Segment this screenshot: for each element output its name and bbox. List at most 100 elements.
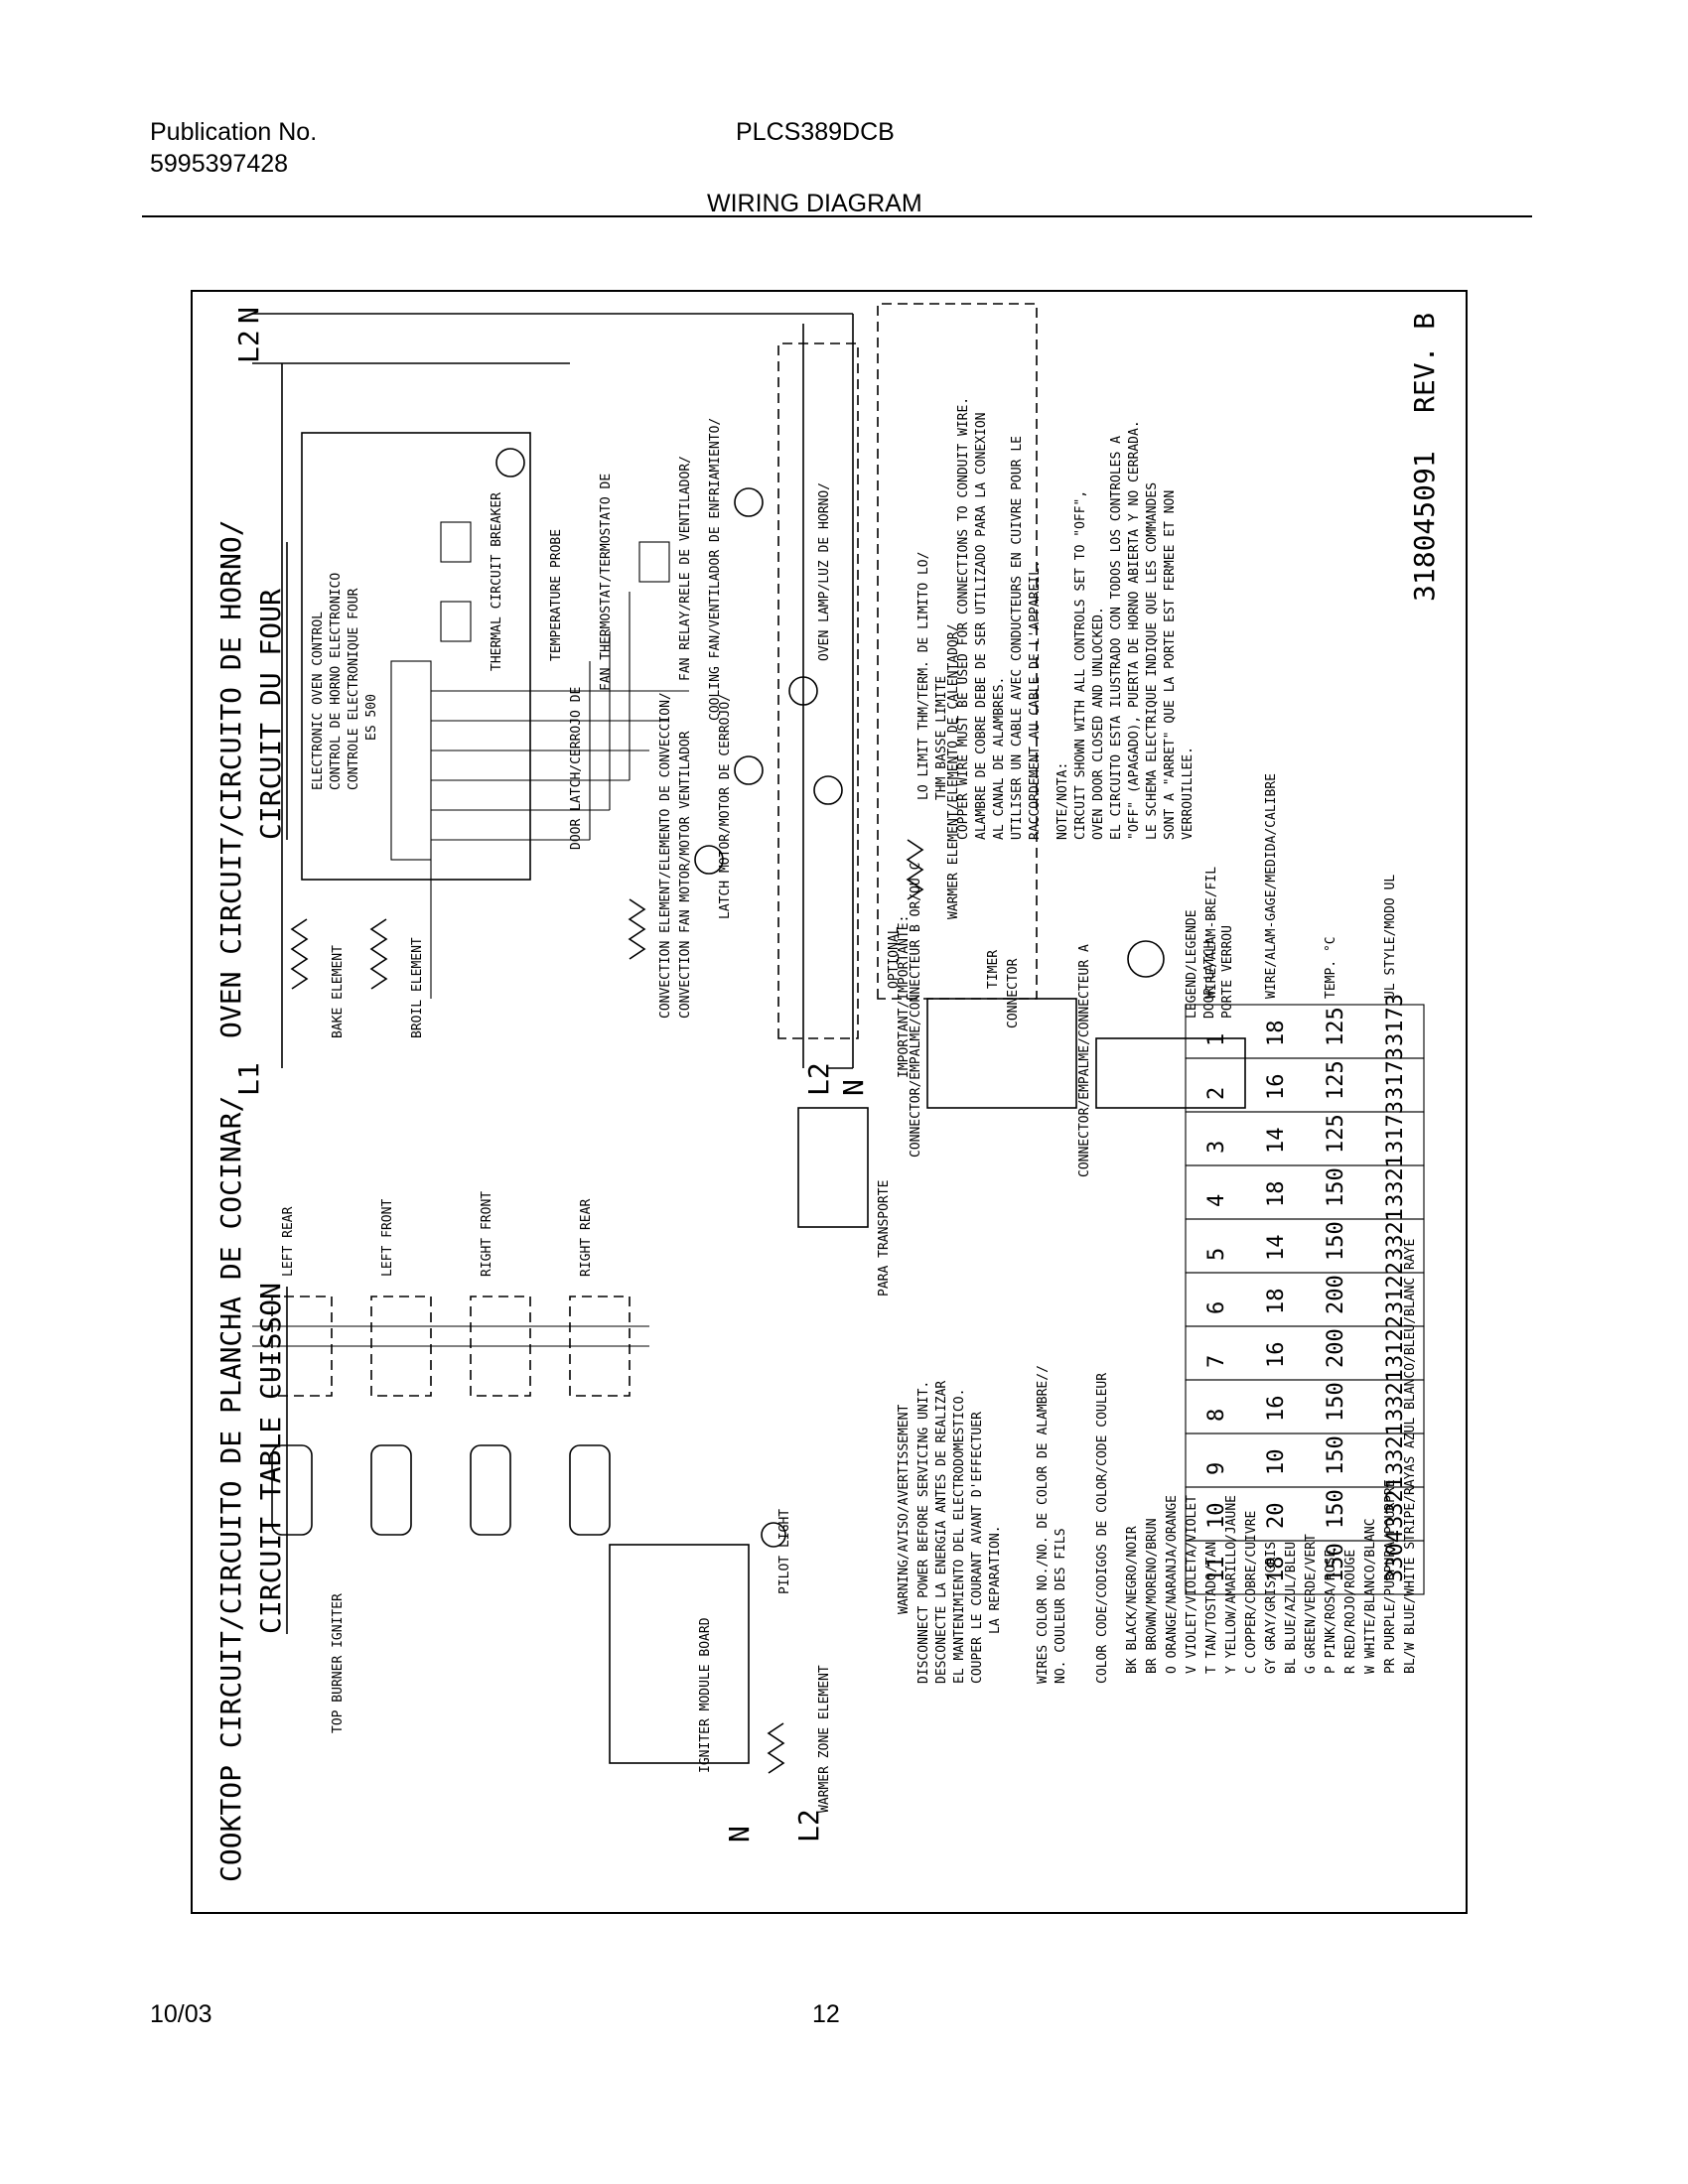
warning-line-5: LA REPARATION. <box>988 1525 1003 1634</box>
wire-table-cell: 125 <box>1324 1007 1348 1046</box>
cooling-fan-symbol <box>734 487 764 517</box>
color-code-entry: O ORANGE/NARANJA/ORANGE <box>1165 1495 1180 1674</box>
page-number: 12 <box>812 2000 840 2028</box>
wire-table-cell: 14 <box>1264 1128 1289 1155</box>
wire-table-cell: 3122 <box>1383 1262 1408 1314</box>
limit-label-2: THM BASSE LIMITE <box>934 676 949 800</box>
wire-table-cell: 10 <box>1264 1449 1289 1476</box>
oven-section-title: OVEN CIRCUIT/CIRCUITO DE HORNO/ <box>214 519 247 1038</box>
cooktop-n-label: N <box>723 1826 756 1843</box>
wire-table-cell: 150 <box>1324 1167 1348 1207</box>
warning-line-2: DESCONECTE LA ENERGIA ANTES DE REALIZAR <box>934 1381 949 1684</box>
color-code-entry: PR PURPLE/PURPURA/POURPRE <box>1383 1479 1398 1674</box>
latch-motor-symbol <box>734 755 764 785</box>
connector-block-a <box>1095 1037 1246 1109</box>
wire-table-cell: 5 <box>1204 1248 1229 1261</box>
wire-table-cell: 3304 <box>1383 1530 1408 1582</box>
wire-table-cell: 20 <box>1264 1503 1289 1530</box>
wire-table-cell: 18 <box>1264 1557 1289 1583</box>
wire-color-note-2: NO. COULEUR DES FILS <box>1054 1528 1068 1684</box>
control-connector-p4 <box>440 521 472 563</box>
wire-table-header: WIRE/ALAM-GAGE/MEDIDA/CALIBRE <box>1264 773 1279 999</box>
wire-table-cell: 150 <box>1324 1489 1348 1529</box>
model-number: PLCS389DCB <box>736 118 895 146</box>
connector-block-2-title: CONNECTOR/EMPALME/CONNECTEUR A <box>1077 944 1092 1177</box>
fan-thermostat-label: FAN THERMOSTAT/TERMOSTATO DE <box>599 474 614 691</box>
wire-table-cell: 3321 <box>1383 1476 1408 1529</box>
thermal-breaker-label: THERMAL CIRCUIT BREAKER <box>490 492 504 671</box>
legend-line-2: PORTE VERROU <box>1220 925 1235 1019</box>
wire-table-cell: 6 <box>1204 1301 1229 1314</box>
igniter-module-board <box>609 1544 750 1764</box>
revision: REV. B <box>1408 313 1441 413</box>
line-l2-label-top: L2 <box>232 330 265 363</box>
wire-table-cell: 18 <box>1264 1021 1289 1047</box>
wire-table-cell: 1 <box>1204 1033 1229 1046</box>
igniter-module-label: IGNITER MODULE BOARD <box>698 1617 713 1773</box>
control-connector-p5 <box>390 660 432 861</box>
wire-table-header: TEMP. °C <box>1324 936 1338 999</box>
color-code-entry: R RED/ROJO/ROUGE <box>1343 1550 1358 1674</box>
important-line-2: ALAMBRE DE COBRE DEBE DE SER UTILIZADO P… <box>974 413 989 840</box>
cooling-fan-label: COOLING FAN/VENTILADOR DE ENFRIAMIENTO/ <box>708 418 723 721</box>
convection-element-label: CONVECTION ELEMENT/ELEMENTO DE CONVECCIO… <box>658 692 673 1019</box>
wiring-diagram: OVEN CIRCUIT/CIRCUITO DE HORNO/ CIRCUIT … <box>191 290 1468 1914</box>
color-code-entry: G GREEN/VERDE/VERT <box>1304 1534 1319 1674</box>
wire-table-cell: 4 <box>1204 1194 1229 1207</box>
warmer-zone-label: WARMER ZONE ELEMENT <box>817 1665 832 1813</box>
wire-table-cell: 3173 <box>1383 1047 1408 1100</box>
temperature-probe-label: TEMPERATURE PROBE <box>549 529 564 661</box>
wire-table-cell: 3 <box>1204 1141 1229 1154</box>
wire-table-cell: 3122 <box>1383 1315 1408 1368</box>
oven-lamp-2 <box>813 775 843 805</box>
note-line-6: SONT A "ARRET" QUE LA PORTE EST FERMEE E… <box>1163 490 1178 840</box>
connector-block-1-title: CONNECTOR/EMPALME/CONNECTEUR B OR/OU C <box>909 863 923 1158</box>
wire-table-cell: 8 <box>1204 1409 1229 1422</box>
cooktop-l2-label: L2 <box>792 1809 825 1843</box>
color-code-entry: BL/W BLUE/WHITE STRIPE/RAYAS AZUL BLANCO… <box>1403 1239 1418 1674</box>
convection-fan-motor <box>694 845 724 875</box>
control-bus <box>430 592 689 999</box>
pilot-light-symbol <box>761 1522 786 1548</box>
wire-table-cell: 18 <box>1264 1289 1289 1315</box>
important-line-4: UTILISER UN CABLE AVEC CONDUCTEURS EN CU… <box>1010 436 1025 840</box>
control-connector-p10 <box>440 601 472 642</box>
wire-table-cell: 125 <box>1324 1114 1348 1154</box>
wire-table-cell: 3321 <box>1383 1369 1408 1422</box>
wire-table-cell: 18 <box>1264 1181 1289 1208</box>
color-code-entry: T TAN/TOSTADO/TAN <box>1204 1542 1219 1674</box>
header-rule <box>142 215 1532 217</box>
door-latch-label: DOOR LATCH/CERROJO DE <box>569 687 584 850</box>
color-code-entry: Y YELLOW/AMARILLO/JAUNE <box>1224 1495 1239 1674</box>
page-title: WIRING DIAGRAM <box>707 190 922 217</box>
wire-table-cell: 3321 <box>1383 1423 1408 1475</box>
wire-table-cell: 200 <box>1324 1275 1348 1314</box>
control-label-1: ELECTRONIC OVEN CONTROL <box>311 612 326 790</box>
convection-fan-label: CONVECTION FAN MOTOR/MOTOR VENTILADOR <box>678 731 693 1019</box>
connector-block-b-c <box>926 998 1077 1109</box>
wire-table-column <box>1185 1004 1425 1059</box>
connector-label: CONNECTOR <box>1006 958 1021 1028</box>
warning-title: WARNING/AVISO/AVERTISSEMENT <box>897 1405 912 1614</box>
wire-table-cell: 16 <box>1264 1396 1289 1423</box>
latch-motor-label: LATCH MOTOR/MOTOR DE CERROJO/ <box>718 694 733 919</box>
color-code-entry: C COPPER/COBRE/CUIVRE <box>1244 1511 1259 1674</box>
warmer-element <box>906 839 924 900</box>
wire-table-cell: 125 <box>1324 1060 1348 1100</box>
broil-element-label: BROIL ELEMENT <box>410 937 425 1038</box>
wire-table-cell: 16 <box>1264 1074 1289 1101</box>
wire-table-cell: 3321 <box>1383 1155 1408 1207</box>
note-line-2: OVEN DOOR CLOSED AND UNLOCKED. <box>1091 607 1106 840</box>
wire-table-cell: 10 <box>1204 1503 1229 1530</box>
color-code-title: COLOR CODE/CODIGOS DE COLOR/CODE COULEUR <box>1095 1373 1110 1684</box>
cooktop-section-title: COOKTOP CIRCUIT/CIRCUITO DE PLANCHA DE C… <box>214 1096 247 1882</box>
note-line-1: CIRCUIT SHOWN WITH ALL CONTROLS SET TO "… <box>1073 490 1088 840</box>
legend-title: LEGEND/LEGENDE <box>1185 909 1199 1019</box>
top-burner-igniter-label: TOP BURNER IGNITER <box>331 1593 346 1733</box>
document-number: 318045091 <box>1408 451 1441 602</box>
wire-table-cell: 3321 <box>1383 1208 1408 1261</box>
publication-label: Publication No. <box>150 118 318 146</box>
warmer-element-label: WARMER ELEMENT/ELEMENTO DE CALENTADOR/ <box>946 624 961 919</box>
